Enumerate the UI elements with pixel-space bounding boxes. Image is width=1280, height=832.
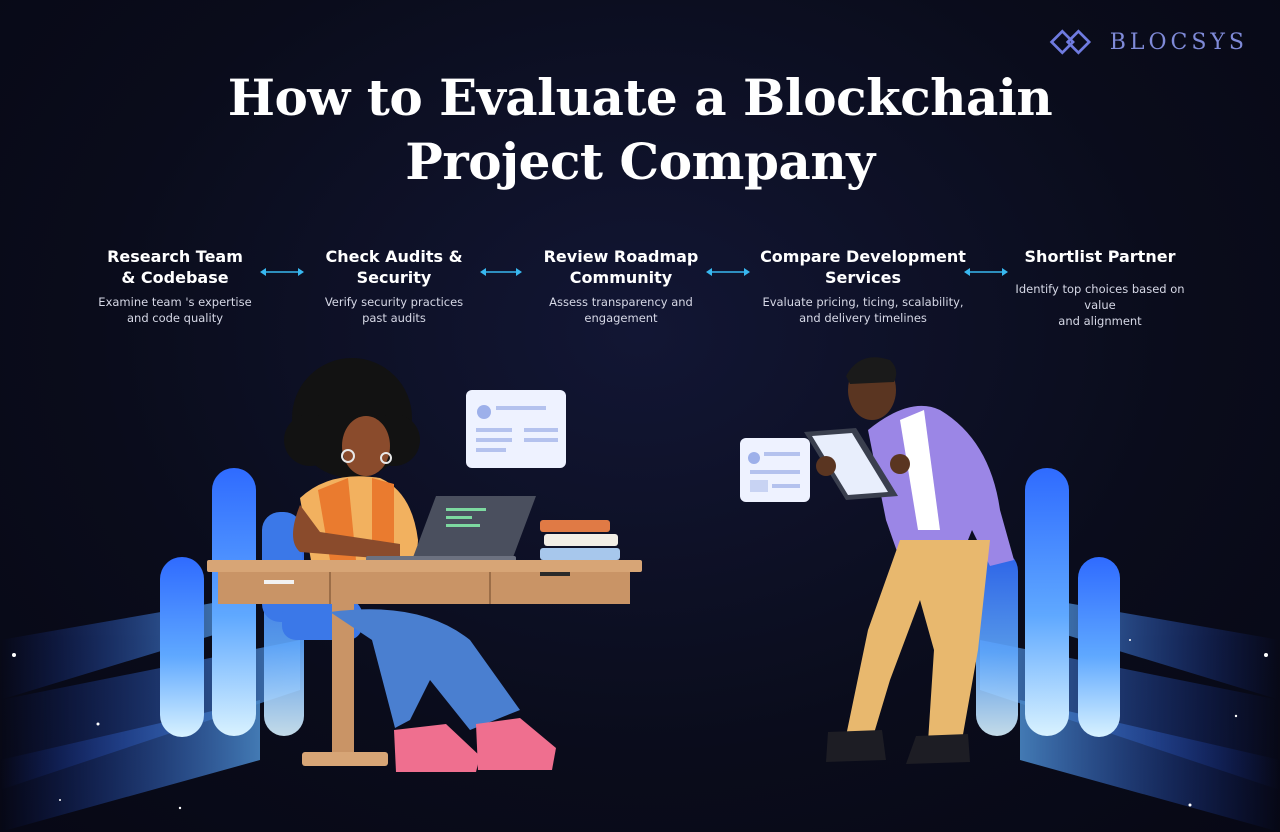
step-desc-line-2: engagement <box>584 311 658 325</box>
step-title: Check Audits & <box>325 247 463 266</box>
step-connector-arrows <box>260 268 1008 276</box>
step-description: Examine team 's expertise and code quali… <box>75 294 275 326</box>
step-desc-line-1: Evaluate pricing, ticing, scalability, <box>762 295 964 309</box>
step-3: Review Roadmap Community Assess transpar… <box>521 246 721 326</box>
step-2: Check Audits & Security Verify security … <box>294 246 494 326</box>
step-4: Compare Development Services Evaluate pr… <box>752 246 974 326</box>
step-desc-line-2: past audits <box>362 311 426 325</box>
blocsys-logo-icon <box>1049 29 1092 55</box>
step-title-2: & Codebase <box>121 268 229 287</box>
step-title-2: Services <box>824 268 902 287</box>
floating-ui-card-right <box>740 438 810 502</box>
step-desc-line-1: Examine team 's expertise <box>98 295 252 309</box>
step-title-2 <box>1000 267 1200 275</box>
step-title: Research Team <box>107 247 243 266</box>
step-desc-line-1: Verify security practices <box>324 295 464 309</box>
step-title-2: Security <box>356 268 432 287</box>
step-description: Evaluate pricing, ticing, scalability, a… <box>752 294 974 326</box>
step-desc-line-2: and alignment <box>1058 314 1142 328</box>
step-desc-line-1: Assess transparency and <box>549 295 693 309</box>
step-5: Shortlist Partner Identify top choices b… <box>1000 246 1200 329</box>
step-title: Shortlist Partner <box>1024 247 1176 266</box>
step-title: Compare Development <box>760 247 966 266</box>
step-description: Identify top choices based on value and … <box>1000 281 1200 329</box>
step-desc-line-1: Identify top choices based on value <box>1015 282 1185 312</box>
title-line-2: Project Company <box>405 132 875 191</box>
stars <box>12 639 1268 810</box>
step-title: Review Roadmap <box>543 247 699 266</box>
man-with-tablet-illustration <box>804 357 1014 764</box>
brand-logo: BLOCSYS <box>1048 22 1248 62</box>
right-glow-pillars <box>976 468 1120 737</box>
page-title: How to Evaluate a Blockchain Project Com… <box>180 66 1100 194</box>
title-line-1: How to Evaluate a Blockchain <box>227 68 1053 127</box>
woman-at-desk-illustration <box>207 358 642 772</box>
brand-name: BLOCSYS <box>1109 29 1248 55</box>
step-1: Research Team & Codebase Examine team 's… <box>75 246 275 326</box>
step-desc-line-2: and code quality <box>126 311 224 325</box>
step-description: Assess transparency and engagement <box>521 294 721 326</box>
step-desc-line-2: and delivery timelines <box>799 311 927 325</box>
floating-ui-card-left <box>466 390 566 468</box>
step-description: Verify security practices past audits <box>294 294 494 326</box>
step-title-2: Community <box>569 268 673 287</box>
